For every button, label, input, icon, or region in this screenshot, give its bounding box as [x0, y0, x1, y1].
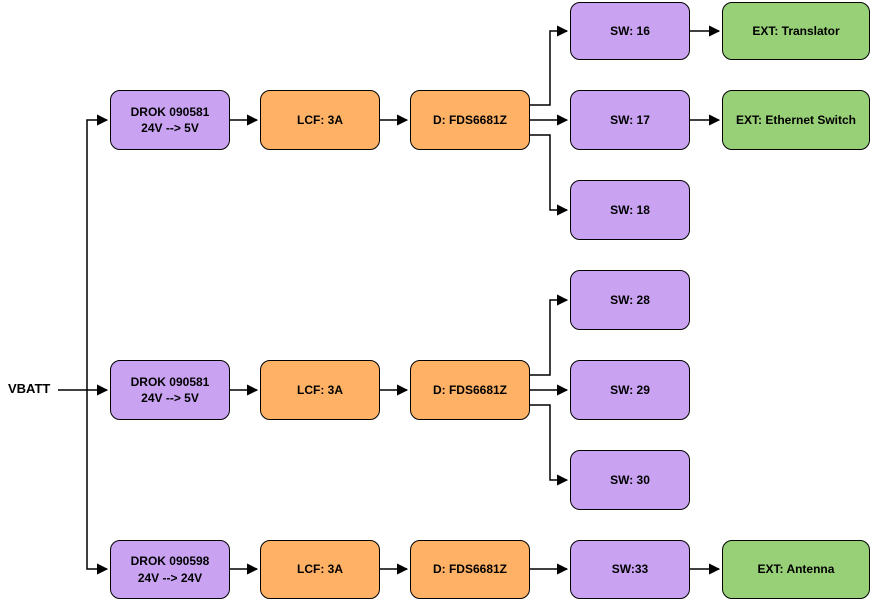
converter-1-name: DROK 090581 [130, 104, 210, 119]
node-converter-2[interactable]: DROK 090581 24V --> 5V [110, 360, 230, 420]
sw-17-label: SW: 17 [610, 112, 650, 127]
driver-1-label: D: FDS6681Z [432, 112, 508, 127]
node-sw-30[interactable]: SW: 30 [570, 450, 690, 510]
converter-1-rating: 24V --> 5V [141, 121, 199, 135]
sw-33-label: SW:33 [611, 562, 649, 577]
converter-3-name: DROK 090598 [130, 554, 210, 569]
node-sw-16[interactable]: SW: 16 [570, 2, 690, 60]
vbatt-source-label: VBATT [8, 381, 51, 396]
node-driver-1[interactable]: D: FDS6681Z [410, 90, 530, 150]
node-driver-2[interactable]: D: FDS6681Z [410, 360, 530, 420]
node-driver-3[interactable]: D: FDS6681Z [410, 540, 530, 599]
node-ext-antenna[interactable]: EXT: Antenna [722, 540, 870, 599]
sw-30-label: SW: 30 [610, 472, 650, 487]
node-lcf-3[interactable]: LCF: 3A [260, 540, 380, 599]
node-sw-33[interactable]: SW:33 [570, 540, 690, 599]
node-sw-29[interactable]: SW: 29 [570, 360, 690, 420]
lcf-3-label: LCF: 3A [297, 562, 343, 577]
node-sw-17[interactable]: SW: 17 [570, 90, 690, 150]
ext-ethernet-switch-label: EXT: Ethernet Switch [735, 112, 857, 127]
sw-29-label: SW: 29 [610, 382, 650, 397]
sw-18-label: SW: 18 [610, 202, 650, 217]
driver-3-label: D: FDS6681Z [432, 562, 508, 577]
node-lcf-1[interactable]: LCF: 3A [260, 90, 380, 150]
sw-28-label: SW: 28 [610, 292, 650, 307]
converter-2-name: DROK 090581 [130, 374, 210, 389]
lcf-1-label: LCF: 3A [297, 112, 343, 127]
lcf-2-label: LCF: 3A [297, 382, 343, 397]
node-ext-translator[interactable]: EXT: Translator [722, 2, 870, 60]
node-sw-28[interactable]: SW: 28 [570, 270, 690, 330]
converter-2-rating: 24V --> 5V [141, 391, 199, 405]
node-converter-1[interactable]: DROK 090581 24V --> 5V [110, 90, 230, 150]
node-converter-3[interactable]: DROK 090598 24V --> 24V [110, 540, 230, 599]
node-sw-18[interactable]: SW: 18 [570, 180, 690, 240]
node-lcf-2[interactable]: LCF: 3A [260, 360, 380, 420]
driver-2-label: D: FDS6681Z [432, 382, 508, 397]
node-ext-ethernet-switch[interactable]: EXT: Ethernet Switch [722, 90, 870, 150]
ext-translator-label: EXT: Translator [752, 23, 840, 38]
ext-antenna-label: EXT: Antenna [757, 562, 835, 577]
sw-16-label: SW: 16 [610, 23, 650, 38]
converter-3-rating: 24V --> 24V [137, 570, 203, 585]
